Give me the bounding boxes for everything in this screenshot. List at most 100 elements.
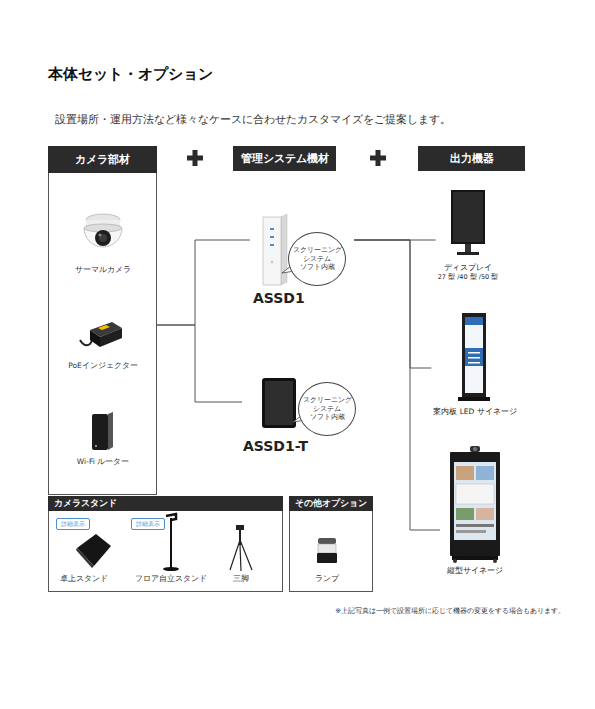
- connector-line: [354, 240, 440, 530]
- floor-stand-icon: [163, 514, 179, 571]
- device-caption: 27 型 /40 型 /50 型: [438, 274, 499, 282]
- device-caption: ディスプレイ: [444, 263, 492, 272]
- item-label: Wi-Fi ルーター: [77, 457, 129, 466]
- poe-injector-icon: [90, 330, 100, 347]
- desk-stand-icon: [76, 548, 94, 568]
- tripod-icon: [240, 545, 241, 571]
- poe-injector-icon: [98, 325, 110, 330]
- assd1-tower-icon: [263, 217, 281, 285]
- led-signage-icon: [462, 313, 486, 397]
- callout-text: スクリーニング システム ソフト内蔵: [293, 246, 341, 272]
- footnote-text: ※上記写真は一例で設置場所に応じて機器の変更をする場合もあります。: [335, 607, 565, 615]
- wifi-router-icon: [95, 445, 97, 447]
- desk-stand-icon: [76, 534, 111, 568]
- lamp-icon: [318, 544, 336, 553]
- vertical-signage-icon: [453, 559, 457, 563]
- assd1t-tablet-icon: [262, 378, 296, 428]
- device-figure: ASSD1 スクリーニング システム ソフト内蔵: [250, 210, 354, 306]
- vertical-signage-icon: [473, 447, 477, 451]
- lamp-icon: [318, 538, 336, 544]
- led-signage-icon: [468, 352, 480, 354]
- group-panel: カメラ部材: [48, 146, 157, 495]
- thermal-camera-icon: [99, 234, 107, 242]
- header-bar: 出力機器: [418, 146, 525, 171]
- panel-heading: その他オプション: [289, 496, 373, 511]
- vertical-signage-icon: [450, 452, 500, 556]
- device-figure: 案内板 LED サイネージ: [431, 310, 518, 422]
- panel-heading: カメラスタンド: [48, 496, 283, 511]
- poe-injector-icon: [80, 340, 92, 345]
- device-figure: 縦型サイネージ: [440, 446, 510, 580]
- led-signage-icon: [465, 317, 483, 325]
- device-caption: 案内板 LED サイネージ: [433, 407, 516, 416]
- connector-line: [157, 325, 242, 402]
- thermal-camera-icon: [95, 230, 111, 246]
- header-bar: 管理システム機材: [233, 146, 336, 171]
- assd1-tower-icon: [270, 236, 274, 238]
- led-signage-icon: [465, 348, 483, 366]
- tripod-icon: [230, 540, 240, 570]
- vertical-signage-icon: [476, 466, 494, 480]
- badge-text: 詳細表示: [57, 519, 89, 529]
- header-text: 管理システム機材: [233, 146, 336, 171]
- vertical-signage-icon: [456, 484, 494, 504]
- connector-line: [157, 240, 250, 325]
- device-caption: 縦型サイネージ: [447, 566, 503, 575]
- device-name: ASSD1: [253, 290, 305, 307]
- vertical-signage-icon: [456, 530, 486, 533]
- plus-sign: [193, 150, 198, 166]
- vertical-signage-icon: [450, 446, 500, 563]
- header-text: 出力機器: [418, 146, 525, 171]
- device-name: ASSD1-T: [243, 438, 308, 455]
- poe-injector-icon: [80, 322, 122, 347]
- vertical-signage-icon: [456, 508, 474, 520]
- detail-badge: 詳細表示: [131, 518, 165, 530]
- vertical-signage-icon: [454, 462, 496, 540]
- wifi-router-icon: [92, 414, 108, 450]
- thermal-camera-icon: [84, 214, 122, 247]
- assd1-tower-icon: [271, 261, 274, 264]
- desk-stand-icon: [77, 534, 111, 566]
- subtitle-text: 設置場所・運用方法など様々なケースに合わせたカスタマイズをご提案します。: [55, 113, 451, 126]
- assd1-tower-icon: [270, 244, 274, 246]
- led-signage-icon: [458, 397, 490, 401]
- led-signage-icon: [468, 362, 480, 364]
- badge-text: 詳細表示: [132, 519, 164, 529]
- wifi-router-icon: [108, 412, 113, 450]
- tripod-icon: [236, 525, 244, 530]
- wifi-router-icon: [92, 412, 113, 450]
- connector-line: [354, 240, 431, 368]
- vertical-signage-icon: [452, 556, 498, 560]
- detail-badge: 詳細表示: [56, 518, 90, 530]
- plus-sign: [376, 150, 381, 166]
- callout-circle: スクリーニング システム ソフト内蔵: [288, 232, 346, 286]
- floor-stand-icon: [163, 567, 179, 571]
- vertical-signage-icon: [456, 524, 494, 527]
- display-icon: [453, 192, 483, 242]
- assd1t-tablet-icon: [265, 381, 293, 425]
- vertical-signage-icon: [456, 466, 474, 480]
- thermal-camera-icon: [99, 234, 102, 237]
- vertical-signage-icon: [493, 559, 497, 563]
- page-title: 本体セット・オプション: [48, 65, 213, 84]
- tripod-icon: [230, 525, 252, 571]
- item-label: 三脚: [233, 574, 249, 583]
- item-label: サーマルカメラ: [75, 265, 131, 274]
- callout-text: スクリーニング システム ソフト内蔵: [303, 396, 351, 422]
- floor-stand-icon: [170, 518, 172, 568]
- assd1-tower-icon: [270, 228, 274, 230]
- lamp-icon: [317, 538, 337, 563]
- item-label: 卓上スタンド: [60, 574, 108, 583]
- led-signage-icon: [468, 357, 480, 359]
- panel-heading: カメラ部材: [48, 146, 157, 173]
- assd1-tower-icon: [281, 214, 287, 285]
- tripod-icon: [240, 540, 252, 570]
- item-label: フロア自立スタンド: [135, 574, 207, 583]
- display-icon: [451, 190, 485, 255]
- vertical-signage-icon: [476, 508, 494, 520]
- lamp-icon: [317, 553, 337, 563]
- led-signage-icon: [458, 313, 490, 401]
